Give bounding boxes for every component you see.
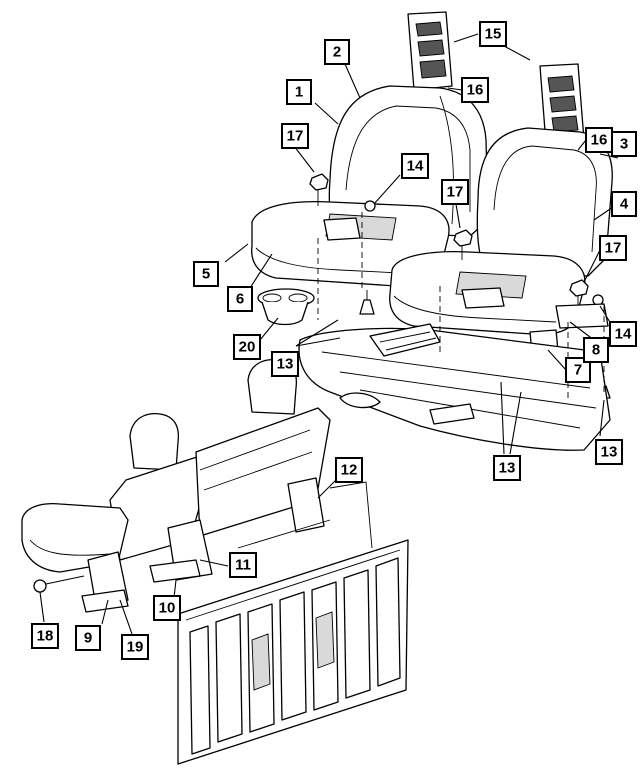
callout-4: 4 (611, 191, 637, 217)
hinge-plate-left (81, 589, 129, 613)
folding-seat-assembly (21, 358, 409, 765)
callout-label: 20 (239, 339, 256, 356)
callout-17-left: 17 (281, 123, 309, 149)
callout-12: 12 (335, 457, 363, 483)
callout-label: 5 (202, 266, 210, 283)
callout-label: 16 (591, 132, 608, 149)
callout-19: 19 (121, 634, 149, 660)
cup-holder (257, 288, 315, 326)
callout-20: 20 (233, 334, 261, 360)
callout-label: 11 (235, 557, 251, 574)
callout-label: 17 (605, 240, 622, 257)
callout-label: 9 (84, 630, 92, 647)
callout-label: 1 (295, 84, 303, 101)
callout-label: 15 (485, 26, 502, 43)
callout-label: 18 (37, 628, 54, 645)
callout-label: 10 (159, 600, 176, 617)
callout-label: 13 (277, 356, 294, 373)
callout-label: 17 (447, 184, 464, 201)
callout-label: 14 (615, 326, 632, 343)
headrest-right (539, 63, 585, 156)
callout-10: 10 (153, 595, 181, 621)
callout-label: 17 (287, 128, 304, 145)
callout-17-right: 17 (599, 235, 627, 261)
callout-11: 11 (229, 552, 257, 578)
callout-label: 12 (341, 462, 358, 479)
callout-9: 9 (75, 625, 101, 651)
callout-label: 16 (467, 82, 484, 99)
callout-13-right: 13 (595, 439, 623, 465)
callout-13-center: 13 (493, 455, 521, 481)
callout-label: 19 (127, 639, 144, 656)
callout-14-right: 14 (609, 321, 637, 347)
callout-label: 6 (236, 291, 244, 308)
callout-label: 8 (592, 342, 600, 359)
callout-label: 3 (620, 136, 628, 153)
callout-label: 4 (620, 196, 629, 213)
callout-label: 13 (601, 444, 618, 461)
callout-3: 3 (611, 131, 637, 157)
callout-16-top: 16 (461, 77, 489, 103)
bolt-head (33, 579, 47, 593)
folding-headrest-left (129, 412, 180, 471)
callout-1: 1 (286, 79, 312, 105)
callout-8: 8 (583, 337, 609, 363)
callout-5: 5 (193, 261, 219, 287)
callout-label: 7 (574, 362, 582, 379)
callout-18: 18 (31, 623, 59, 649)
callout-13-left: 13 (271, 351, 299, 377)
callout-2: 2 (324, 39, 350, 65)
callout-14-left: 14 (401, 153, 429, 179)
hinge-right (287, 477, 325, 533)
callout-label: 13 (499, 460, 516, 477)
callout-label: 2 (333, 44, 341, 61)
rear-partition-panel (177, 481, 409, 765)
callout-label: 14 (407, 158, 424, 175)
callout-16-right: 16 (585, 127, 613, 153)
rear-bench-seat-assembly (251, 11, 613, 451)
vehicle-floor-and-jack (298, 212, 611, 451)
callout-6: 6 (227, 286, 253, 312)
callout-17-center: 17 (441, 179, 469, 205)
callout-15: 15 (479, 21, 507, 47)
hinge-plate-center (149, 559, 201, 583)
